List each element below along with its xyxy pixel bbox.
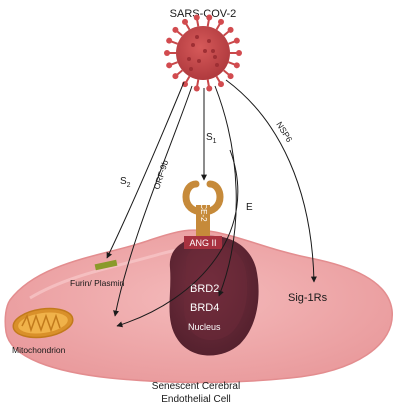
arrow-s2-label: S2 — [120, 176, 131, 189]
virus-spike-tip — [218, 81, 224, 88]
nucleus-brd4-label: BRD4 — [190, 302, 219, 314]
arrow-nsp6-label: NSP6 — [274, 120, 294, 144]
virus-spike-tip — [172, 26, 179, 33]
virus-spike-tip — [166, 37, 173, 44]
nucleus-brd2-label: BRD2 — [190, 283, 219, 295]
virus-spike-tip — [172, 73, 179, 80]
arrow-s2 — [106, 81, 185, 259]
arrow-s1-label: S1 — [206, 132, 217, 145]
arrow-e — [214, 85, 237, 297]
furin-plasmin-marker — [94, 259, 118, 271]
virus-spike-tip — [236, 50, 242, 56]
virus-surface-dot — [211, 49, 215, 53]
arrow-orf9b-label: ORF-9b — [151, 159, 170, 191]
virus-surface-dot — [215, 63, 219, 67]
ace2-label: ACE-2 — [199, 198, 208, 222]
virus-spike-tip — [233, 62, 240, 69]
virus-spike-tip — [206, 14, 213, 21]
mitochondrion-icon — [12, 307, 74, 339]
virus-surface-dot — [207, 39, 211, 43]
virus-surface-dot — [187, 57, 191, 61]
virus-spike-tip — [206, 85, 213, 92]
virus-spike-tip — [218, 18, 224, 25]
virus-spike-tip — [193, 85, 200, 92]
virus-surface-dot — [203, 49, 207, 53]
virus-spike-tip — [182, 18, 188, 25]
ang2-block — [184, 236, 222, 249]
arrow-e-label: E — [246, 202, 253, 213]
virus-surface-dot — [189, 67, 193, 71]
cell-caption-line2: Endothelial Cell — [161, 394, 231, 405]
virus-surface-dot — [213, 55, 217, 59]
virus-surface-dot — [195, 35, 199, 39]
ang2-label: ANG II — [189, 238, 216, 248]
virus-spike-tip — [166, 62, 173, 69]
arrow-nsp6 — [225, 79, 317, 283]
virus-icon — [164, 14, 242, 92]
virus-spike-tip — [233, 37, 240, 44]
virus-core — [176, 26, 230, 80]
virus-spike-tip — [164, 50, 170, 56]
virus-surface-dot — [191, 43, 195, 47]
furin-plasmin-label: Furin/ Plasmin — [70, 278, 125, 288]
ace2-receptor-icon — [182, 180, 224, 237]
virus-title: SARS-COV-2 — [170, 8, 237, 20]
virus-spike-tip — [227, 26, 234, 33]
pathway-arrows — [106, 79, 317, 328]
virus-surface-dot — [197, 59, 201, 63]
mitochondrion-label: Mitochondrion — [12, 345, 66, 355]
arrow-orf9b — [113, 85, 193, 317]
virus-spike-tip — [193, 14, 200, 21]
sig1rs-label: Sig-1Rs — [288, 292, 328, 304]
nucleus — [169, 235, 259, 356]
cell-caption-line1: Senescent Cerebral — [152, 381, 240, 392]
arrow-e-mito — [116, 149, 239, 328]
nucleus-label: Nucleus — [188, 322, 221, 332]
virus-spike-tip — [227, 73, 234, 80]
